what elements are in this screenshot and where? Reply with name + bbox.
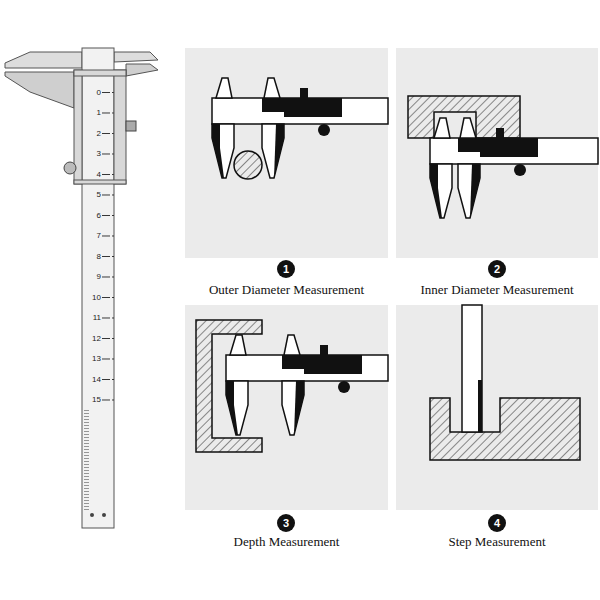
channel-workpiece [196, 320, 262, 452]
panel-ground [185, 305, 388, 510]
round-workpiece [234, 151, 262, 179]
scale-number: 6 [84, 211, 101, 220]
measurement-panel: Depth Measurement [185, 305, 388, 510]
measurement-panel: Outer Diameter Measurement [185, 48, 388, 258]
scale-number: 1 [84, 108, 101, 117]
scale-number: 9 [84, 272, 101, 281]
scale-number: 5 [84, 190, 101, 199]
step-workpiece [430, 398, 580, 460]
scale-number: 10 [84, 293, 101, 302]
callout-digit: 1 [283, 264, 289, 275]
depth-rod [462, 305, 482, 432]
callout-number: 1 [277, 260, 295, 278]
callout-digit: 4 [494, 518, 500, 529]
panel-ground [396, 305, 598, 510]
scale-number: 13 [84, 354, 101, 363]
panel-ground [185, 48, 388, 258]
vernier-caliper [5, 48, 158, 528]
scale-number: 0 [84, 88, 101, 97]
callout-digit: 3 [283, 518, 289, 529]
caliper-head [430, 118, 598, 218]
scale-number: 15 [84, 395, 101, 404]
callout-number: 2 [488, 260, 506, 278]
caliper-head [226, 335, 388, 435]
panel-caption: Step Measurement [396, 534, 598, 549]
callout-digit: 2 [494, 264, 500, 275]
scale-number: 3 [84, 149, 101, 158]
scale-number: 2 [84, 129, 101, 138]
callout-number: 3 [277, 514, 295, 532]
measurement-panel: Inner Diameter Measurement [396, 48, 598, 258]
scale-number: 11 [84, 313, 101, 322]
scale-number: 7 [84, 231, 101, 240]
callout-number: 4 [488, 514, 506, 532]
depth-rod-edge [478, 380, 482, 432]
scale-number: 14 [84, 375, 101, 384]
scale-number: 12 [84, 334, 101, 343]
scale-number: 4 [84, 170, 101, 179]
panel-caption: Outer Diameter Measurement [185, 282, 388, 297]
measurement-panel: Step Measurement [396, 305, 598, 510]
caliper-head [212, 78, 388, 178]
panel-ground [396, 48, 598, 258]
panel-caption: Depth Measurement [185, 534, 388, 549]
panel-caption: Inner Diameter Measurement [396, 282, 598, 297]
scale-number: 8 [84, 252, 101, 261]
